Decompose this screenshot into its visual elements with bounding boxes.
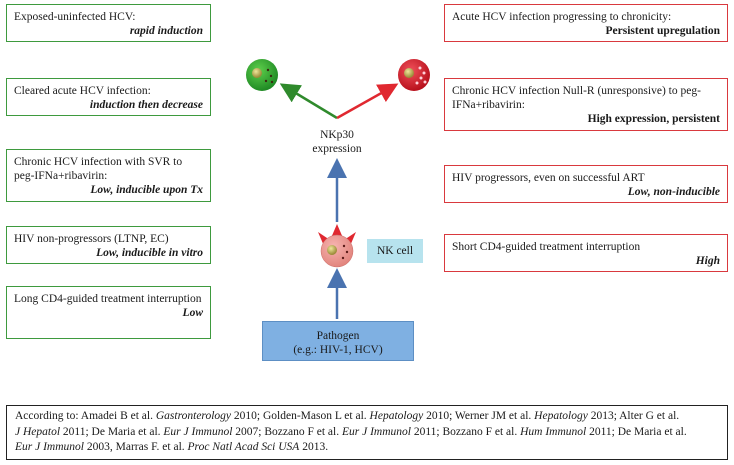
ref-text: 2011; Bozzano F et al. [410,425,521,438]
nk-cell-label: NK cell [367,239,423,263]
expression-label: expression [312,143,362,155]
box-result: High expression, persistent [587,113,720,125]
box-result: Persistent upregulation [605,25,720,37]
box-result: rapid induction [129,25,203,37]
ref-text: 2003, Marras F. et al. [84,441,188,453]
box-result: Low, inducible upon Tx [90,184,203,196]
box-text: Acute HCV infection progressing to chron… [452,11,672,23]
ref-journal: Hum Immunol [520,425,587,438]
ref-text: 2007; Bozzano F et al. [232,425,342,438]
left-box-hiv-non-progressors: HIV non-progressors (LTNP, EC) Low, indu… [6,226,211,264]
box-text: Cleared acute HCV infection: [14,85,151,97]
pathogen-box: Pathogen (e.g.: HIV-1, HCV) [262,321,414,361]
references-box: According to: Amadei B et al. Gastronter… [6,405,728,460]
references-line-1: According to: Amadei B et al. Gastronter… [15,409,719,425]
right-box-hiv-progressors: HIV progressors, even on successful ART … [444,165,728,203]
ref-journal: J Hepatol [15,425,61,438]
box-text: Long CD4-guided treatment interruption [14,293,202,305]
references-line-2: J Hepatol 2011; De Maria et al. Eur J Im… [15,425,719,441]
ref-journal: Hepatology [369,410,424,422]
pathogen-examples: (e.g.: HIV-1, HCV) [293,344,383,356]
references-line-3: Eur J Immunol 2003, Marras F. et al. Pro… [15,440,719,456]
ref-journal: Hepatology [534,410,588,422]
box-text: Chronic HCV infection Null-R (unresponsi… [452,85,701,111]
left-box-exposed-uninfected: Exposed-uninfected HCV: rapid induction [6,4,211,42]
right-box-short-cd4: Short CD4-guided treatment interruption … [444,234,728,272]
nkp30-expression-label: NKp30 expression [297,128,377,156]
arrow-to-green-cell [279,83,338,120]
left-box-chronic-svr: Chronic HCV infection with SVR to peg-IF… [6,149,211,202]
ref-journal: Eur J Immunol [163,425,233,438]
ref-text: 2013; Alter G et al. [587,410,680,422]
ref-journal: Eur J Immunol [15,441,84,453]
arrow-to-red-cell [336,83,399,120]
ref-journal: Proc Natl Acad Sci USA [187,441,300,453]
ref-text: 2010; Golden-Mason L et al. [231,410,370,422]
nkp30-label: NKp30 [320,129,354,141]
nk-cell-icon [318,224,356,268]
box-text: Exposed-uninfected HCV: [14,11,136,23]
red-cell-icon [398,59,430,91]
ref-text: According to: Amadei B et al. [15,410,156,422]
box-text: Chronic HCV infection with SVR to peg-IF… [14,156,183,182]
ref-text: 2011; De Maria et al. [586,425,687,438]
pathogen-label: Pathogen [316,330,360,342]
box-result: Low [182,307,203,319]
green-cell-icon [246,59,278,91]
box-result: Low, non-inducible [627,186,720,198]
box-result: High [695,255,720,267]
right-box-null-responders: Chronic HCV infection Null-R (unresponsi… [444,78,728,131]
ref-journal: Gastronterology [155,410,232,422]
box-text: HIV non-progressors (LTNP, EC) [14,233,169,245]
left-box-long-cd4: Long CD4-guided treatment interruption L… [6,286,211,339]
ref-text: 2011; De Maria et al. [60,425,164,438]
ref-text: 2010; Werner JM et al. [423,410,535,422]
box-result: induction then decrease [89,99,203,111]
box-result: Low, inducible in vitro [96,247,203,259]
box-text: Short CD4-guided treatment interruption [452,241,641,253]
right-box-acute-chronicity: Acute HCV infection progressing to chron… [444,4,728,42]
ref-journal: Eur J Immunol [341,425,411,438]
left-box-cleared-acute: Cleared acute HCV infection: induction t… [6,78,211,116]
box-text: HIV progressors, even on successful ART [452,172,645,184]
ref-text: 2013. [299,441,329,453]
